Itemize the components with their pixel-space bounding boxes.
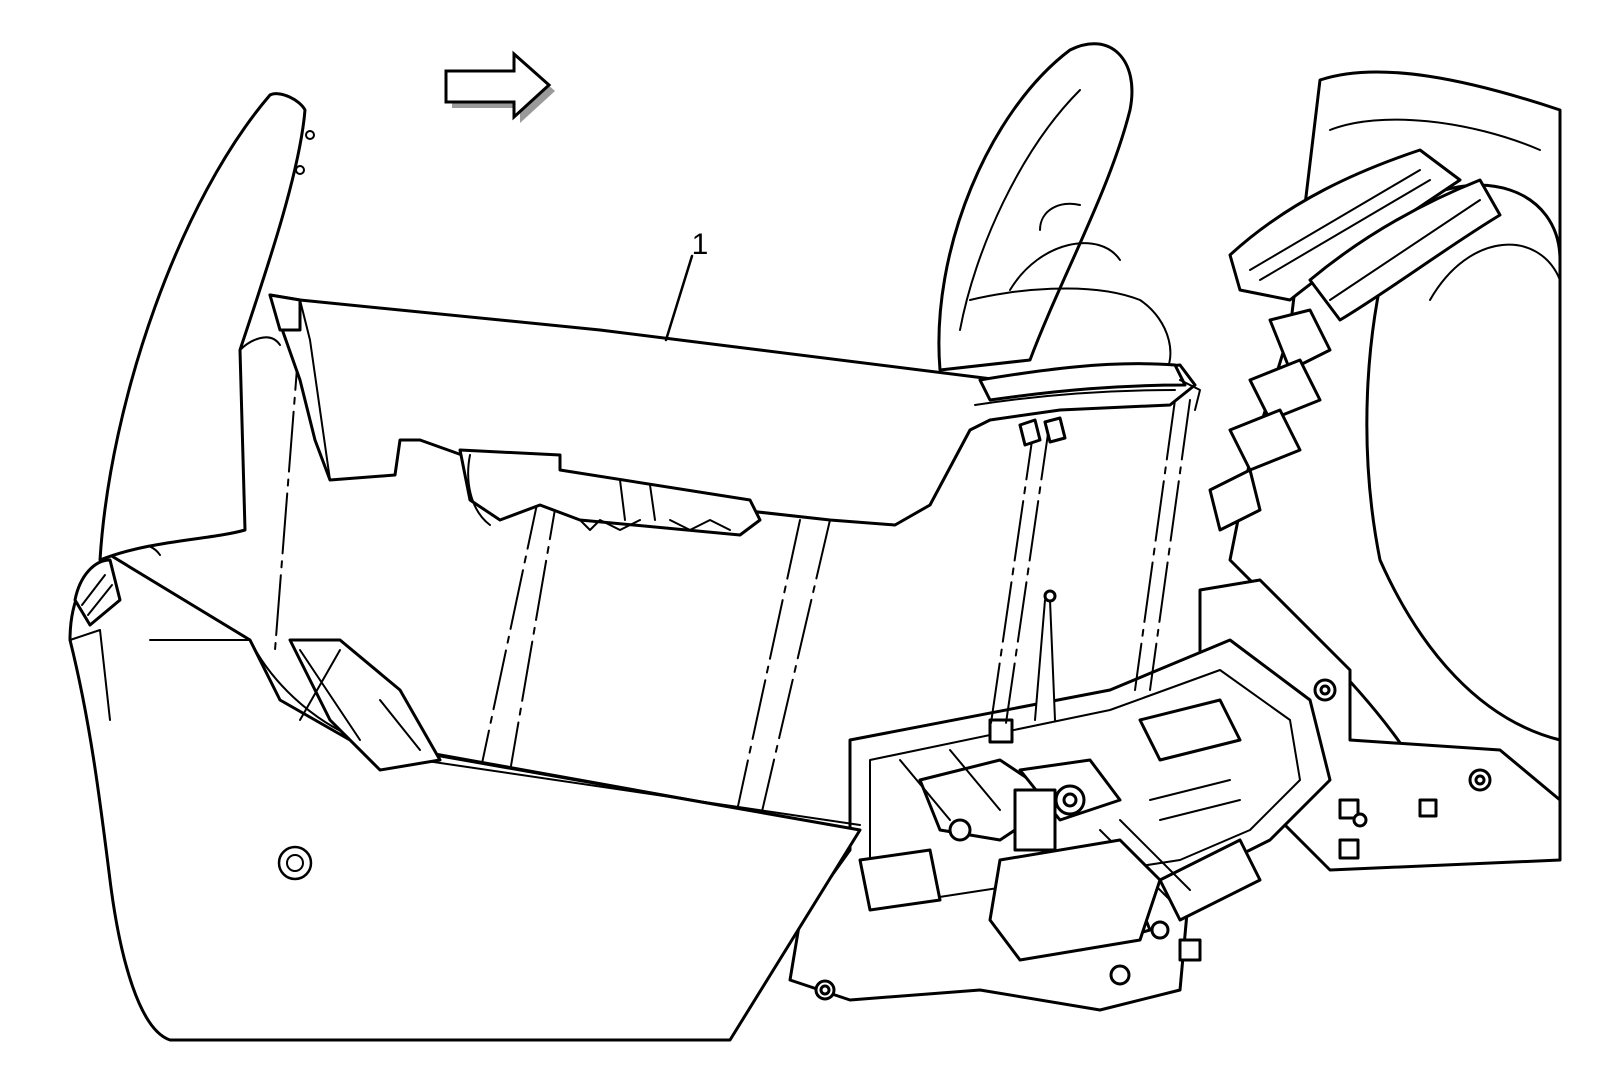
- radio-module: [458, 448, 762, 537]
- guide-line-7: [1004, 419, 1051, 731]
- guide-line-8: [1149, 399, 1191, 691]
- center-stack-switches: [1208, 308, 1332, 532]
- shifter-assembly: [988, 589, 1162, 962]
- callout-leader-line: [664, 254, 694, 342]
- guide-line-4: [759, 519, 831, 821]
- callout-label-1: 1: [692, 228, 709, 261]
- guide-line-5: [734, 519, 801, 821]
- center-air-vent: [1228, 148, 1502, 322]
- guide-line-9: [1134, 399, 1176, 691]
- guide-line-6: [989, 419, 1036, 731]
- guide-line-1: [274, 329, 301, 651]
- alignment-guide-lines: [274, 329, 1191, 831]
- console-side-ribs: [73, 558, 442, 772]
- steering-wheel: [937, 42, 1172, 381]
- left-trim-panel: [98, 92, 315, 562]
- forward-arrow-icon: [444, 50, 555, 123]
